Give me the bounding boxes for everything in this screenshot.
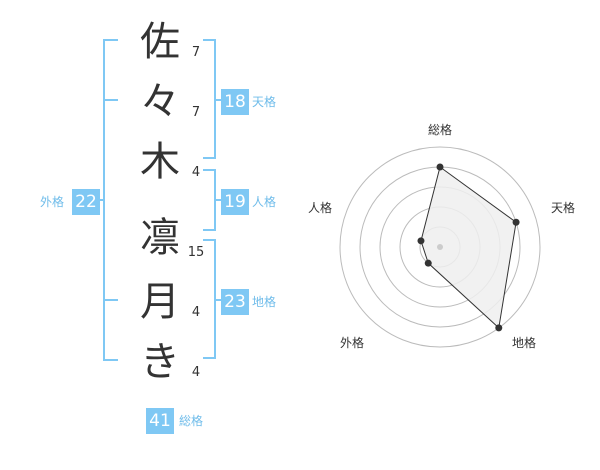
- radar-series-polygon: [420, 166, 517, 329]
- radar-point-5: [417, 237, 425, 245]
- radar-label-chikaku: 地格: [512, 336, 537, 350]
- soukaku-label: 総格: [179, 414, 204, 428]
- name-character-4: 凛: [140, 215, 180, 261]
- radar-grid-ring: [339, 146, 541, 348]
- radar-center-dot: [437, 244, 443, 250]
- name-character-3: 木: [140, 139, 180, 185]
- stroke-count-6: 4: [191, 365, 201, 380]
- tenkaku-value-badge: 18: [221, 89, 249, 115]
- name-character-1: 佐: [140, 19, 180, 65]
- radar-point-2: [512, 218, 520, 226]
- soukaku-value-badge: 41: [146, 408, 174, 434]
- jinkaku-value-badge: 19: [221, 189, 249, 215]
- stroke-count-1: 7: [191, 45, 201, 60]
- name-character-6: き: [140, 339, 180, 385]
- name-character-5: 月: [140, 279, 180, 325]
- stroke-count-2: 7: [191, 105, 201, 120]
- radar-label-soukaku: 総格: [428, 123, 453, 137]
- radar-label-tenkaku: 天格: [551, 201, 576, 215]
- radar-point-1: [436, 163, 444, 171]
- chikaku-label: 地格: [252, 295, 277, 309]
- jinkaku-label: 人格: [252, 195, 277, 209]
- radar-point-4: [424, 259, 432, 267]
- stroke-count-3: 4: [191, 165, 201, 180]
- stroke-count-5: 4: [191, 305, 201, 320]
- gaikaku-label: 外格: [40, 195, 65, 209]
- radar-label-gaikaku: 外格: [340, 336, 365, 350]
- tenkaku-label: 天格: [252, 95, 277, 109]
- name-character-2: 々: [140, 79, 180, 125]
- radar-point-3: [495, 324, 503, 332]
- stroke-count-4: 15: [187, 245, 205, 260]
- chikaku-value-badge: 23: [221, 289, 249, 315]
- radar-label-jinkaku: 人格: [308, 201, 333, 215]
- gaikaku-value-badge: 22: [72, 189, 100, 215]
